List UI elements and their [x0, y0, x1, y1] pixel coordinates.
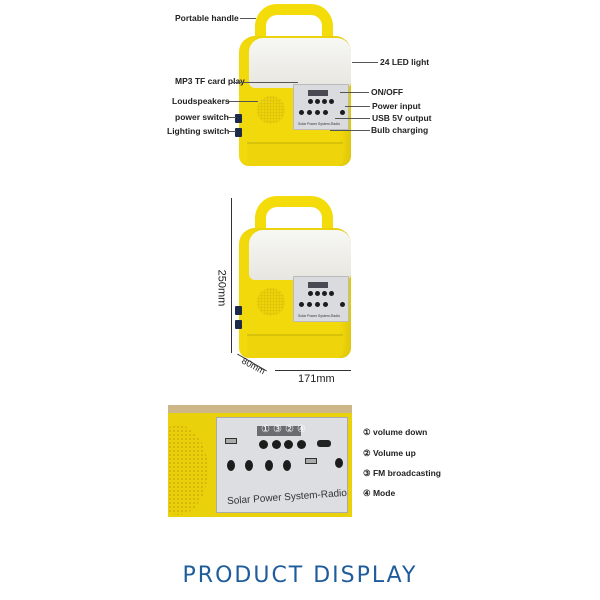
- page-title: PRODUCT DISPLAY: [182, 563, 418, 588]
- label-lighting-switch: Lighting switch: [167, 126, 230, 136]
- legend-mode: ④ Mode: [363, 488, 396, 498]
- legend-fm: ③ FM broadcasting: [363, 468, 441, 478]
- control-panel-closeup: ① ③ ② ④ Solar Power System-Radio: [168, 405, 352, 517]
- closeup-panel: ① ③ ② ④ Solar Power System-Radio: [216, 417, 348, 513]
- label-mp3: MP3 TF card play: [175, 76, 245, 86]
- width-dimension-line: [275, 370, 351, 371]
- closeup-panel-text: Solar Power System-Radio: [226, 487, 348, 508]
- height-dimension-line: [231, 198, 232, 353]
- speaker-grille: [257, 96, 285, 124]
- label-on-off: ON/OFF: [371, 87, 404, 97]
- control-panel: Solar Power System-Radio: [293, 84, 349, 130]
- lighting-switch: [235, 128, 242, 137]
- label-loudspeakers: Loudspeakers: [172, 96, 230, 106]
- label-led-light: 24 LED light: [380, 57, 430, 67]
- lantern-foot: [247, 142, 343, 166]
- portable-handle: [255, 4, 333, 52]
- lantern-dimensions: Solar Power System-Radio: [235, 196, 353, 358]
- label-power-input: Power input: [372, 101, 421, 111]
- legend-volume-down: ① volume down: [363, 427, 428, 437]
- label-power-switch: power switch: [175, 112, 229, 122]
- label-portable-handle: Portable handle: [175, 13, 239, 23]
- width-label: 171mm: [298, 373, 335, 385]
- height-label: 250mm: [215, 269, 228, 307]
- label-usb-output: USB 5V output: [372, 113, 432, 123]
- label-bulb-charging: Bulb charging: [371, 125, 429, 135]
- depth-label: 80mm: [240, 355, 267, 377]
- panel-text: Solar Power System-Radio: [298, 122, 341, 126]
- power-switch: [235, 114, 242, 123]
- led-light: [249, 38, 351, 88]
- display: [308, 90, 328, 96]
- legend-volume-up: ② Volume up: [363, 448, 416, 458]
- lantern-annotated: Solar Power System-Radio: [235, 4, 353, 166]
